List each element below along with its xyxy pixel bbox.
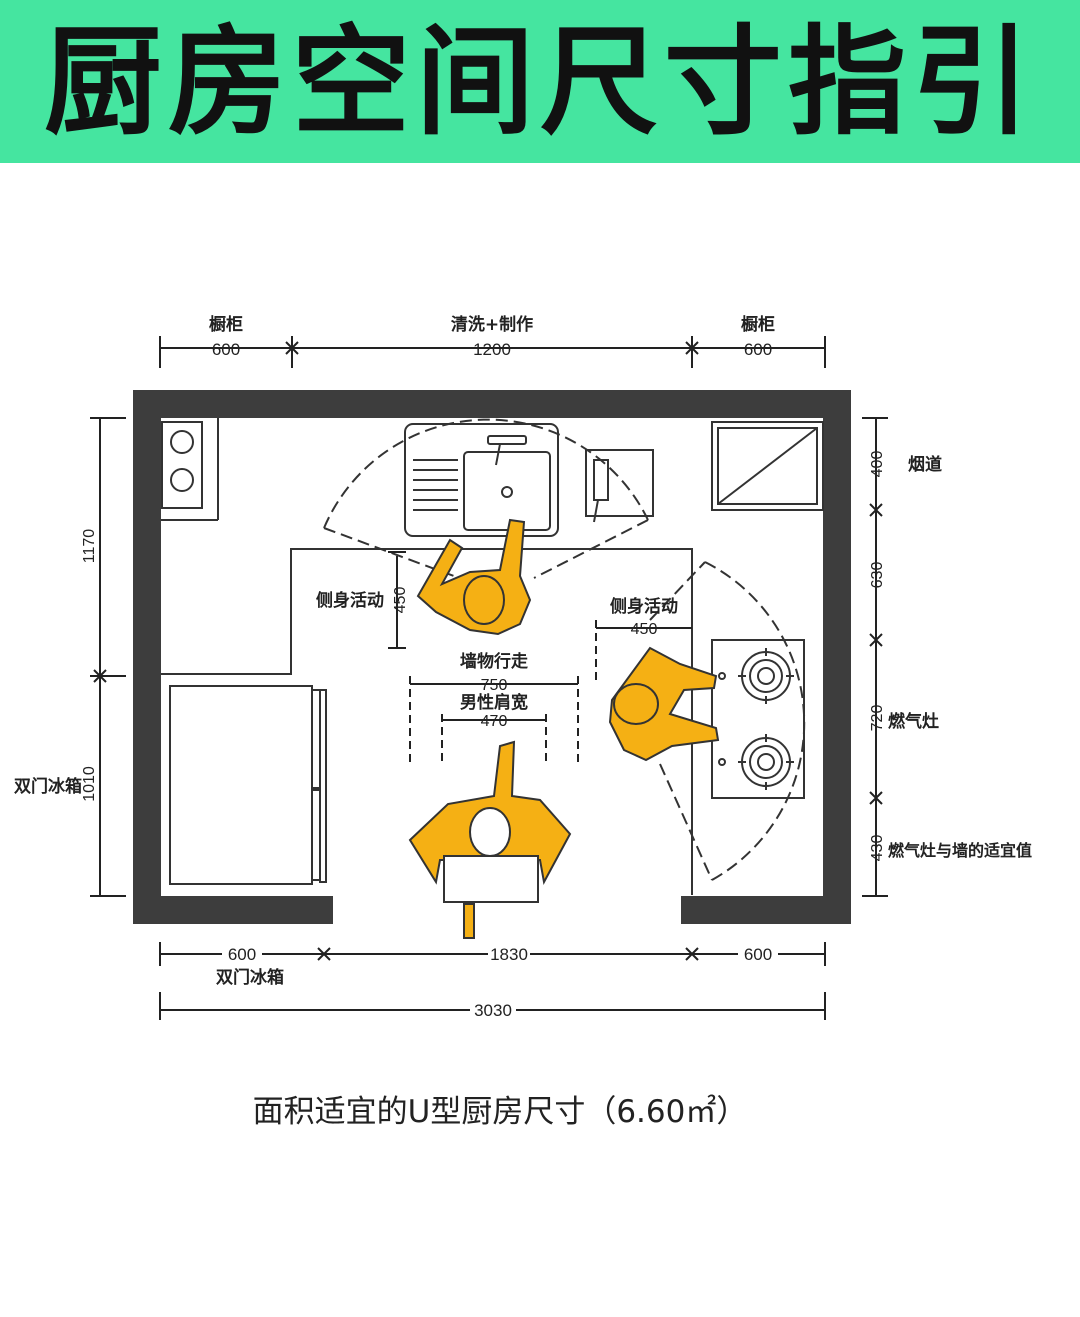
top-label-cabinet-right: 橱柜 [741, 314, 775, 335]
bottom-label-fridge: 双门冰箱 [216, 967, 284, 988]
bottom-value-middle: 1830 [490, 945, 528, 964]
right-value-2: 630 [869, 562, 886, 589]
label-side-activity-right: 侧身活动 [610, 596, 678, 617]
value-shoulder: 470 [481, 713, 508, 730]
outlet-icon [161, 421, 203, 509]
top-value-right: 600 [744, 340, 772, 359]
value-wall-walk: 750 [481, 677, 508, 694]
dim-shoulder [441, 714, 547, 766]
cutting-board-icon [585, 449, 654, 523]
person-icon [408, 518, 720, 939]
left-label-fridge: 双门冰箱 [14, 776, 82, 797]
bottom-value-total: 3030 [474, 1001, 512, 1020]
value-side-right: 450 [631, 621, 658, 638]
right-value-3: 720 [869, 705, 886, 732]
top-label-cabinet-left: 橱柜 [209, 314, 243, 335]
kitchen-plan: 橱柜 600 清洗+制作 1200 橱柜 600 [14, 314, 1032, 1020]
right-label-chimney: 烟道 [908, 454, 942, 475]
dim-wall-walk [409, 676, 579, 766]
label-side-activity-left: 侧身活动 [316, 590, 384, 611]
value-side-left: 450 [392, 587, 409, 614]
counter-outline [161, 418, 693, 895]
label-shoulder: 男性肩宽 [460, 692, 528, 713]
plan-caption: 面积适宜的U型厨房尺寸（6.60㎡） [252, 1094, 748, 1130]
label-wall-walk: 墙物行走 [460, 651, 528, 672]
left-value-top: 1170 [81, 529, 98, 564]
page-title: 厨房空间尺寸指引 [43, 12, 1036, 151]
walls [133, 390, 851, 924]
sink-icon [404, 423, 559, 537]
dim-side-right [595, 620, 692, 680]
top-value-left: 600 [212, 340, 240, 359]
right-value-4: 430 [869, 835, 886, 862]
right-value-1: 400 [869, 451, 886, 478]
top-value-middle: 1200 [473, 340, 511, 359]
right-label-stove-wall: 燃气灶与墙的适宜值 [888, 841, 1032, 860]
activity-arcs [323, 418, 806, 881]
chimney-icon [711, 421, 824, 511]
right-dimensions [862, 417, 888, 897]
top-dimensions [159, 336, 826, 368]
right-label-stove: 燃气灶 [888, 711, 939, 732]
stove-icon [711, 639, 805, 799]
left-dimensions [90, 417, 126, 897]
top-label-washing: 清洗+制作 [451, 314, 533, 335]
bottom-value-right: 600 [744, 945, 772, 964]
bottom-value-left: 600 [228, 945, 256, 964]
refrigerator-icon [169, 685, 327, 885]
title-banner: 厨房空间尺寸指引 [0, 0, 1080, 163]
left-value-bottom: 1010 [81, 766, 98, 802]
dim-side-left [388, 551, 406, 649]
